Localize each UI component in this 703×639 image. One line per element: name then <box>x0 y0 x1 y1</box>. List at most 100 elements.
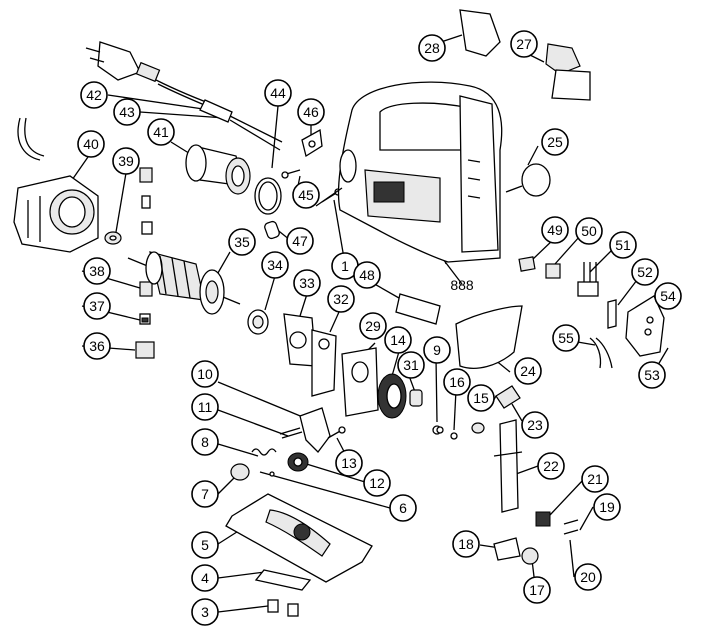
callout-label: 888 <box>450 277 474 293</box>
callout-33[interactable]: 33 <box>293 269 321 297</box>
callout-label: 36 <box>89 338 105 354</box>
callout-label: 8 <box>201 434 209 450</box>
callout-11[interactable]: 11 <box>191 393 219 421</box>
callout-label: 17 <box>529 582 545 598</box>
callout-32[interactable]: 32 <box>327 285 355 313</box>
callout-label: 53 <box>644 367 660 383</box>
callout-20[interactable]: 20 <box>574 563 602 591</box>
callout-4[interactable]: 4 <box>191 564 219 592</box>
callout-label: 16 <box>449 374 465 390</box>
fan-housing-drawing <box>185 144 251 195</box>
callout-9[interactable]: 9 <box>423 336 451 364</box>
callout-label: 39 <box>118 153 134 169</box>
callout-37[interactable]: 37 <box>83 292 111 320</box>
callout-label: 23 <box>527 417 543 433</box>
callout-label: 15 <box>473 390 489 406</box>
screw-drawing <box>315 187 343 207</box>
callout-label: 49 <box>547 222 563 238</box>
callout-label: 7 <box>201 486 209 502</box>
callout-16[interactable]: 16 <box>443 368 471 396</box>
callout-45[interactable]: 45 <box>292 181 320 209</box>
main-housing-drawing <box>337 81 503 263</box>
electrical-parts-drawing <box>518 256 665 369</box>
callout-23[interactable]: 23 <box>521 411 549 439</box>
callout-5[interactable]: 5 <box>191 531 219 559</box>
callout-label: 5 <box>201 537 209 553</box>
callout-24[interactable]: 24 <box>514 357 542 385</box>
callout-49[interactable]: 49 <box>541 216 569 244</box>
callout-43[interactable]: 43 <box>113 98 141 126</box>
callout-label: 43 <box>119 104 135 120</box>
callout-7[interactable]: 7 <box>191 480 219 508</box>
callout-label: 38 <box>89 263 105 279</box>
callout-6[interactable]: 6 <box>389 494 417 522</box>
callout-36[interactable]: 36 <box>83 332 111 360</box>
callout-label: 50 <box>581 223 597 239</box>
power-cord-plug-drawing <box>85 41 283 151</box>
stator-drawing <box>13 117 99 253</box>
callout-label: 54 <box>660 288 676 304</box>
callout-label: 35 <box>234 234 250 250</box>
callout-10[interactable]: 10 <box>191 360 219 388</box>
callout-label: 14 <box>390 332 406 348</box>
callout-3[interactable]: 3 <box>191 598 219 626</box>
callout-label: 24 <box>520 363 536 379</box>
base-plate-drawing <box>225 493 373 617</box>
callout-label: 9 <box>433 342 441 358</box>
callout-8[interactable]: 8 <box>191 428 219 456</box>
callout-27[interactable]: 27 <box>510 30 538 58</box>
callout-label: 42 <box>86 87 102 103</box>
callout-40[interactable]: 40 <box>77 130 105 158</box>
callout-38[interactable]: 38 <box>83 257 111 285</box>
callout-14[interactable]: 14 <box>384 326 412 354</box>
parts-illustration <box>13 9 665 617</box>
callout-label: 51 <box>615 237 631 253</box>
callout-53[interactable]: 53 <box>638 361 666 389</box>
callout-label: 10 <box>197 366 213 382</box>
callout-label: 3 <box>201 604 209 620</box>
callout-label: 34 <box>267 257 283 273</box>
callout-label: 55 <box>558 330 574 346</box>
callout-label: 28 <box>424 40 440 56</box>
callout-44[interactable]: 44 <box>264 79 292 107</box>
callout-13[interactable]: 13 <box>335 449 363 477</box>
callout-label: 13 <box>341 455 357 471</box>
callout-15[interactable]: 15 <box>467 384 495 412</box>
callout-54[interactable]: 54 <box>654 282 682 310</box>
callout-51[interactable]: 51 <box>609 231 637 259</box>
callout-label: 20 <box>580 569 596 585</box>
callout-41[interactable]: 41 <box>147 118 175 146</box>
callout-42[interactable]: 42 <box>80 81 108 109</box>
callout-46[interactable]: 46 <box>297 98 325 126</box>
callout-label: 45 <box>298 187 314 203</box>
callout-12[interactable]: 12 <box>363 469 391 497</box>
callout-18[interactable]: 18 <box>452 530 480 558</box>
callout-19[interactable]: 19 <box>593 493 621 521</box>
callout-39[interactable]: 39 <box>112 147 140 175</box>
callout-50[interactable]: 50 <box>575 217 603 245</box>
callout-label: 48 <box>359 267 375 283</box>
callout-47[interactable]: 47 <box>286 227 314 255</box>
callout-22[interactable]: 22 <box>537 452 565 480</box>
callout-label: 37 <box>89 298 105 314</box>
clip-drawing <box>436 426 444 434</box>
blade-guide-parts-drawing <box>230 407 346 481</box>
callout-31[interactable]: 31 <box>397 351 425 379</box>
callout-28[interactable]: 28 <box>418 34 446 62</box>
callout-25[interactable]: 25 <box>541 128 569 156</box>
callout-21[interactable]: 21 <box>581 465 609 493</box>
callout-label: 33 <box>299 275 315 291</box>
callout-55[interactable]: 55 <box>552 324 580 352</box>
callout-label: 27 <box>516 36 532 52</box>
switch-parts-drawing <box>459 9 591 197</box>
callout-888[interactable]: 888 <box>450 277 474 293</box>
callout-34[interactable]: 34 <box>261 251 289 279</box>
callout-35[interactable]: 35 <box>228 228 256 256</box>
callout-48[interactable]: 48 <box>353 261 381 289</box>
callout-label: 22 <box>543 458 559 474</box>
callout-label: 52 <box>637 264 653 280</box>
callout-17[interactable]: 17 <box>523 576 551 604</box>
callout-52[interactable]: 52 <box>631 258 659 286</box>
callout-29[interactable]: 29 <box>359 312 387 340</box>
